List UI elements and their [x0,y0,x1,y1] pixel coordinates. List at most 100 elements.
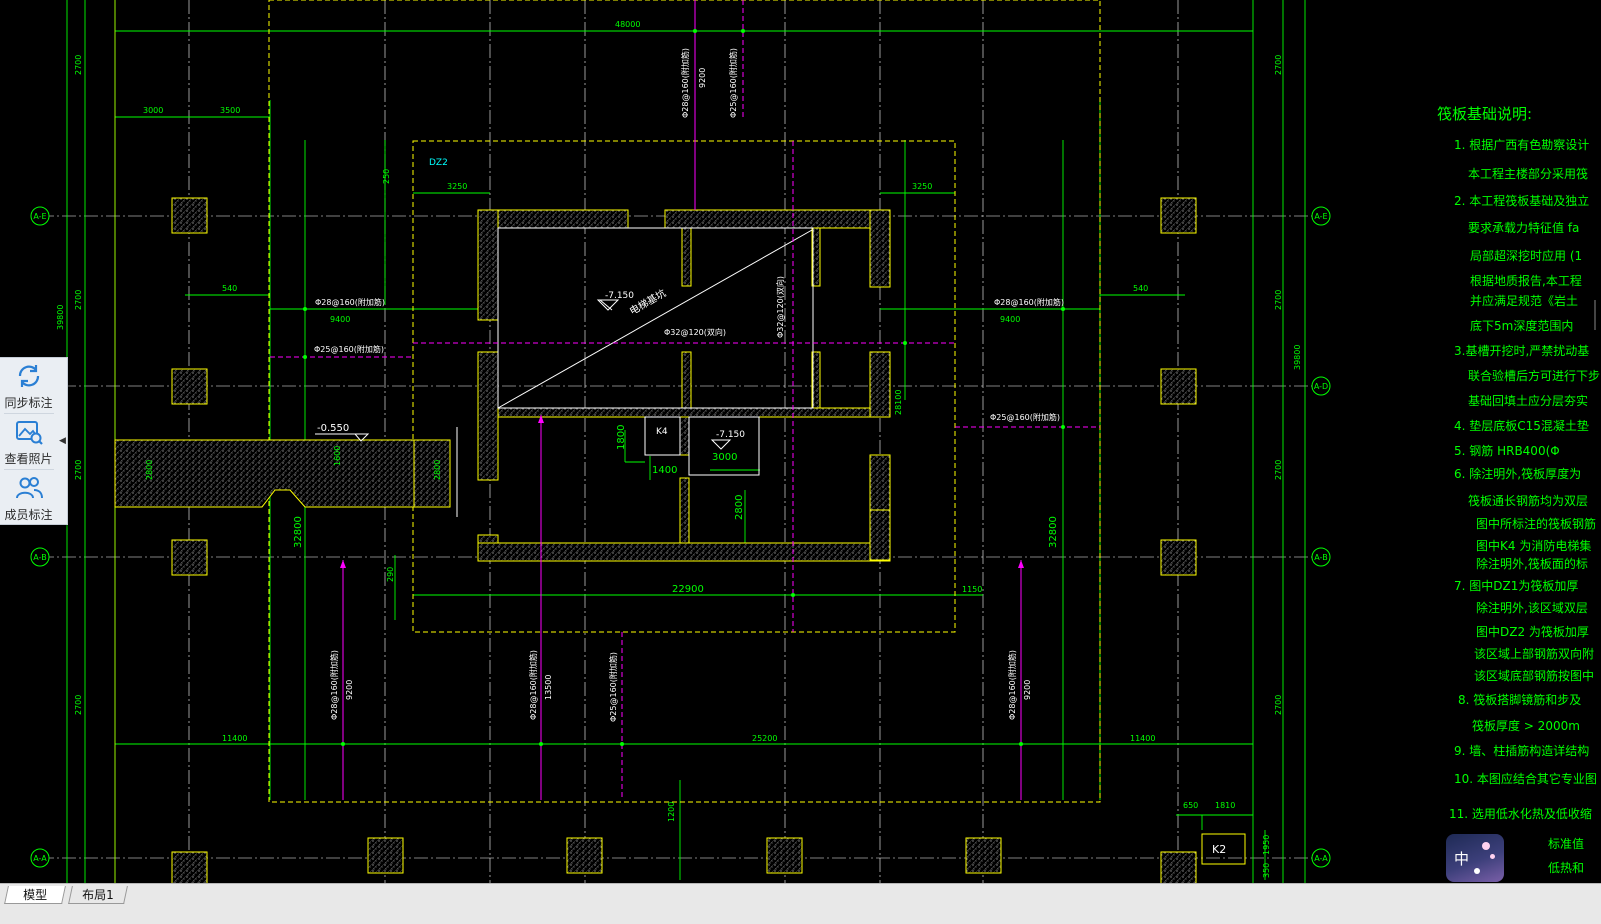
rebar-lines [270,0,1100,800]
axis-label-e-right: A-E [1314,212,1327,221]
label-k4: K4 [656,427,668,437]
rebar-bot-2-len: 13500 [544,675,553,700]
dim-25200: 25200 [752,734,777,743]
dim-540-left: 540 [222,284,237,293]
photo-icon [15,420,43,445]
label-elev-1: -7.150 [605,291,634,301]
dim-wall-left: 3250 [447,182,467,191]
dim-28100: 28100 [894,390,903,415]
note-line: 局部超深挖时应用 (1 [1470,248,1582,263]
note-line: 图中K4 为消防电梯集 [1476,538,1591,553]
note-line: 4. 垫层底板C15混凝土垫 [1454,418,1589,433]
dim-ticks [303,29,1065,746]
note-line: 11. 选用低水化热及低收缩 [1449,806,1592,821]
rebar-arrows [340,415,1024,568]
rebar-top-a-len: 9200 [698,68,707,88]
note-line: 3.基槽开挖时,严禁扰动基 [1454,343,1589,358]
dim-22900: 22900 [672,584,704,595]
sparkle-icon [1482,842,1490,850]
elevator-pit [497,227,814,476]
label-elev-3: -0.550 [317,423,349,434]
dim-9400-right: 9400 [1000,315,1020,324]
note-line: 本工程主楼部分采用筏 [1468,166,1588,181]
dim-290: 290 [386,567,395,582]
dim-span-r4: 2700 [1274,695,1283,715]
rebar-bot-4: Φ28@160(附加筋) [1007,650,1017,720]
axis-label-b-left: A-B [33,553,46,562]
note-line: 筏板通长钢筋均为双层 [1468,493,1588,508]
note-line: 6. 除注明外,筏板厚度为 [1454,466,1581,481]
note-line: 10. 本图应结合其它专业图 [1454,771,1597,786]
ime-mode-label: 中 [1454,850,1470,868]
tab-layout-1[interactable]: 布局1 [68,886,128,904]
view-photo-button[interactable]: 查看照片 [0,414,57,469]
dim-span-4: 2700 [74,695,83,715]
sync-icon [18,364,39,387]
axis-label-a-left: A-A [33,854,47,863]
dim-32800-left: 32800 [293,516,304,548]
note-line: 5. 钢筋 HRB400(Φ [1454,443,1560,458]
rebar-texts: Φ28@160(附加筋) Φ28@160(附加筋) Φ25@160(附加筋) Φ… [314,48,1064,722]
dim-9400-left: 9400 [330,315,350,324]
rebar-bot-1-len: 9200 [345,680,354,700]
note-line: 底下5m深度范围内 [1470,318,1573,333]
dim-span-1: 2700 [74,55,83,75]
note-line: 联合验槽后方可进行下步 [1468,368,1600,383]
rebar-vert-diag: Φ32@120(双向) [775,276,785,338]
axis-label-d-right: A-D [1314,382,1328,391]
dim-1600-slab: 1600 [333,446,342,466]
collapse-panel-arrow-icon[interactable]: ◀ [59,436,66,446]
axis-label-e-left: A-E [33,212,46,221]
dim-1950: 1950 [1262,835,1271,855]
note-line-extra: 标准值 [1548,836,1584,851]
k2-box [1201,833,1246,865]
rebar-bot-2: Φ28@160(附加筋) [528,650,538,720]
foundation-notes: 筏板基础说明: 1. 根据广西有色勘察设计 本工程主楼部分采用筏 2. 本工程筏… [1437,105,1600,875]
rebar-left-b: Φ25@160(附加筋) [314,344,384,354]
dim-650: 650 [1183,801,1198,810]
dim-span-r1: 2700 [1274,55,1283,75]
rebar-bot-3: Φ25@160(附加筋) [608,652,618,722]
note-line-extra: 低热和 [1548,861,1584,875]
dim-1400: 1400 [652,465,677,476]
annotation-side-panel: 同步标注 查看照片 成员标注 ◀ [0,357,68,525]
view-photo-label: 查看照片 [4,451,53,466]
rebar-right-b: Φ25@160(附加筋) [990,412,1060,422]
dim-11400-left: 11400 [222,734,247,743]
label-k2: K2 [1212,843,1226,856]
note-line: 基础回填土应分层夯实 [1468,393,1588,408]
dim-total-left: 39800 [56,305,65,330]
label-dz2: DZ2 [429,158,448,168]
sparkle-icon [1490,854,1495,859]
ime-status-widget[interactable]: 中 [1446,834,1504,882]
left-slab [114,439,415,508]
member-annotation-button[interactable]: 成员标注 [0,470,57,525]
dim-32800-right: 32800 [1048,516,1059,548]
note-line: 筏板厚度 > 2000m [1472,718,1580,733]
tab-layout-label: 布局1 [82,888,114,902]
sync-annotation-button[interactable]: 同步标注 [0,358,57,413]
note-line: 2. 本工程筏板基础及独立 [1454,193,1589,208]
rebar-top-a: Φ28@160(附加筋) [680,48,690,118]
dim-span-3: 2700 [74,460,83,480]
dim-left-b: 3500 [220,106,240,115]
cad-drawing-canvas[interactable]: A-E A-D A-B A-A A-E A-D A-B A-A [0,0,1601,905]
dim-left-a: 3000 [143,106,163,115]
panel-divider [4,469,54,470]
note-line: 图中所标注的筏板钢筋 [1476,516,1596,531]
note-line: 除注明外,该区域双层 [1476,600,1588,615]
note-line: 该区域上部钢筋双向附 [1474,646,1594,661]
dim-2800-slab: 2800 [145,460,154,480]
rebar-diag: Φ32@120(双向) [664,327,726,337]
column-pads [171,197,1197,888]
note-line: 除注明外,筏板面的标 [1476,556,1588,571]
rebar-right-mid: Φ28@160(附加筋) [994,297,1064,307]
floor-plan-drawing[interactable]: A-E A-D A-B A-A A-E A-D A-B A-A [0,0,1601,905]
sparkle-icon [1474,868,1480,874]
dim-wall-right: 3250 [912,182,932,191]
dim-top: 48000 [615,20,640,29]
dim-span-2: 2700 [74,290,83,310]
layout-tab-bar: 模型 布局1 [0,883,1601,924]
member-annotation-label: 成员标注 [4,507,53,522]
tab-model[interactable]: 模型 [4,886,66,904]
